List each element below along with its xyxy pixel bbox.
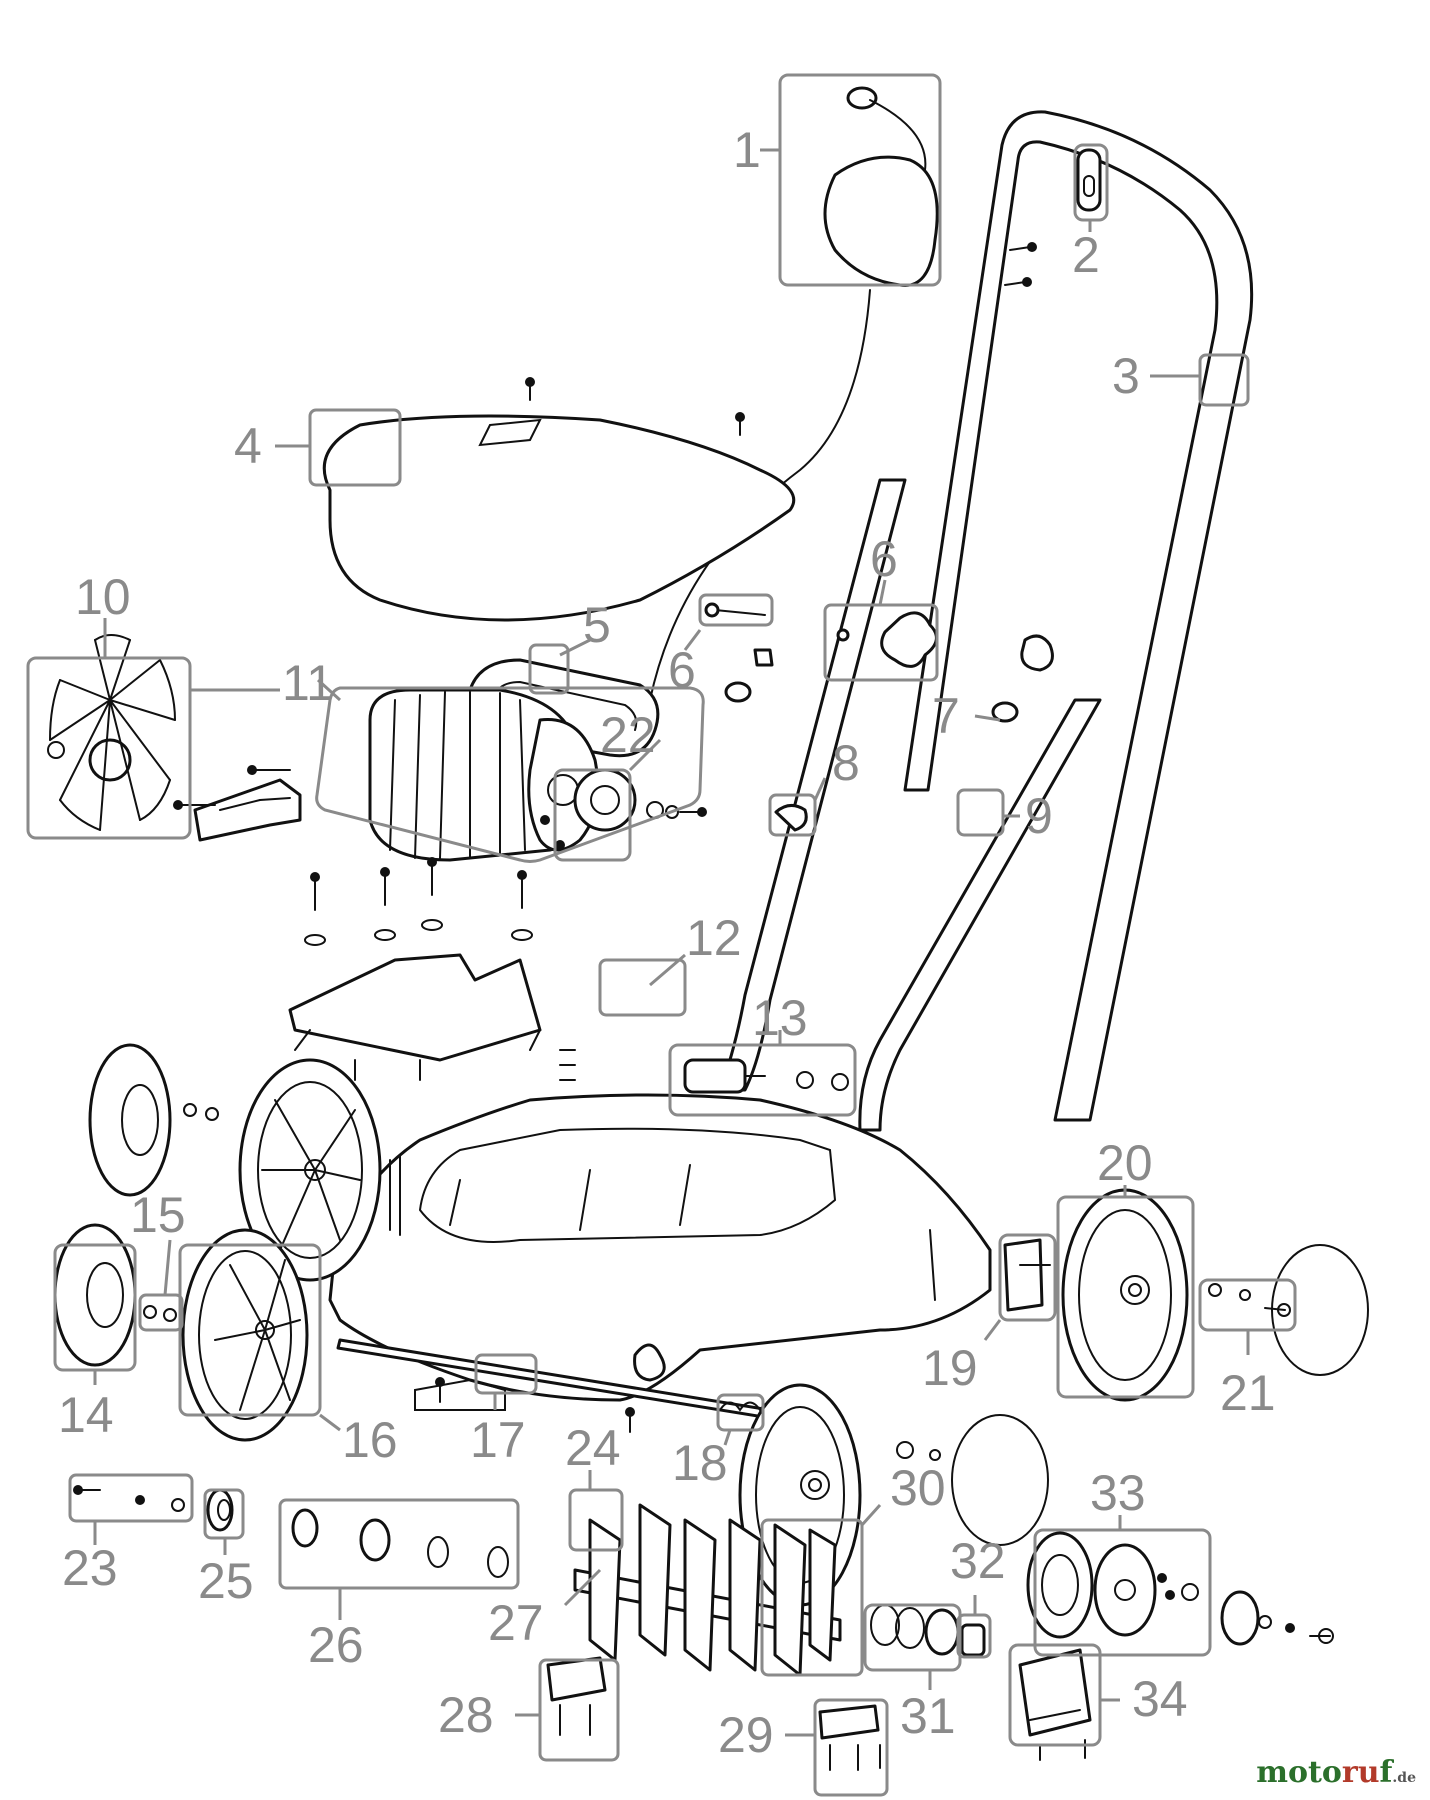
part-number-28: 28 — [438, 1687, 494, 1743]
part-number-4: 4 — [234, 418, 262, 474]
power-cable — [649, 289, 871, 701]
watermark-suffix: .de — [1392, 1770, 1416, 1786]
callout-box-31 — [863, 1603, 962, 1672]
part-number-23: 23 — [62, 1540, 118, 1596]
handle-lower-left — [718, 478, 907, 1092]
callout-box-19 — [998, 1233, 1057, 1322]
watermark-part-b: ru — [1341, 1755, 1380, 1790]
callout-box-12 — [598, 958, 687, 1017]
motor-bracket — [288, 953, 542, 1062]
wheel-left-upper — [238, 1058, 382, 1282]
wheel-16 — [181, 1228, 309, 1442]
callout-box-28 — [538, 1658, 620, 1762]
part-number-14: 14 — [58, 1387, 114, 1443]
callout-box-17 — [474, 1353, 538, 1395]
part-number-30: 30 — [890, 1460, 946, 1516]
part-number-12: 12 — [686, 910, 742, 966]
star-knob — [880, 611, 938, 668]
part-number-9: 9 — [1025, 788, 1053, 844]
callout-box-3 — [1198, 353, 1250, 407]
part-number-1: 1 — [733, 122, 761, 178]
callout-box-22 — [553, 768, 632, 862]
part-number-20: 20 — [1097, 1135, 1153, 1191]
handle-upper — [903, 110, 1254, 1122]
part-number-5: 5 — [583, 597, 611, 653]
part-number-22: 22 — [600, 707, 656, 763]
switch-box — [823, 155, 939, 287]
callout-box-8 — [768, 793, 817, 837]
switch-cable — [869, 99, 927, 171]
part-number-2: 2 — [1072, 227, 1100, 283]
watermark-part-a: moto — [1256, 1755, 1342, 1790]
part-number-6a: 6 — [668, 642, 696, 698]
part-number-16: 16 — [342, 1412, 398, 1468]
part-number-33: 33 — [1090, 1465, 1146, 1521]
part-number-18: 18 — [672, 1435, 728, 1491]
cable-clip — [1076, 148, 1102, 212]
clip-8 — [774, 804, 808, 832]
part-number-17: 17 — [470, 1412, 526, 1468]
part-number-34: 34 — [1132, 1671, 1188, 1727]
callout-box-30 — [760, 1518, 864, 1677]
part-number-24: 24 — [565, 1420, 621, 1476]
callout-box-1 — [778, 73, 942, 287]
part-number-29: 29 — [718, 1707, 774, 1763]
callout-box-26 — [278, 1498, 520, 1590]
callout-box-24 — [568, 1488, 624, 1552]
callout-box-13 — [668, 1043, 857, 1117]
part-number-3: 3 — [1112, 348, 1140, 404]
part-number-10: 10 — [75, 569, 131, 625]
part-number-8: 8 — [832, 735, 860, 791]
part-number-32: 32 — [950, 1533, 1006, 1589]
grass-bag — [322, 414, 796, 622]
part-number-25: 25 — [198, 1553, 254, 1609]
switch-cable-end — [846, 86, 878, 110]
callout-box-15 — [138, 1293, 184, 1332]
callout-box-18 — [716, 1393, 765, 1432]
callout-box-5 — [528, 643, 570, 695]
part-number-11: 11 — [282, 655, 334, 711]
part-number-6b: 6 — [870, 531, 898, 587]
callout-box-10 — [26, 656, 192, 840]
part-number-31: 31 — [900, 1688, 956, 1744]
handle-lower-right — [858, 698, 1102, 1132]
fan-impeller — [47, 634, 176, 831]
callout-box-9 — [956, 788, 1005, 837]
part-number-13: 13 — [752, 990, 808, 1046]
bolt-6 — [714, 609, 766, 616]
part-number-27: 27 — [488, 1595, 544, 1651]
part-number-21: 21 — [1220, 1365, 1276, 1421]
callout-box-29 — [813, 1698, 889, 1797]
wheel-20 — [1061, 1188, 1189, 1402]
disc-upper — [88, 1043, 172, 1197]
callout-box-23 — [68, 1473, 194, 1523]
part-number-7: 7 — [932, 688, 960, 744]
callout-box-34 — [1008, 1643, 1102, 1747]
capacitor — [683, 1058, 747, 1094]
callout-box-33 — [1033, 1528, 1212, 1657]
watermark-part-c: f — [1379, 1755, 1393, 1790]
callout-box-16 — [178, 1243, 322, 1417]
part-number-26: 26 — [308, 1617, 364, 1673]
callout-box-6a — [698, 593, 774, 627]
scarifier-roller — [573, 1503, 842, 1677]
callout-box-11 — [315, 686, 705, 863]
part-number-15: 15 — [130, 1187, 186, 1243]
part-number-19: 19 — [922, 1340, 978, 1396]
watermark-logo: motoruf.de — [1256, 1755, 1416, 1790]
